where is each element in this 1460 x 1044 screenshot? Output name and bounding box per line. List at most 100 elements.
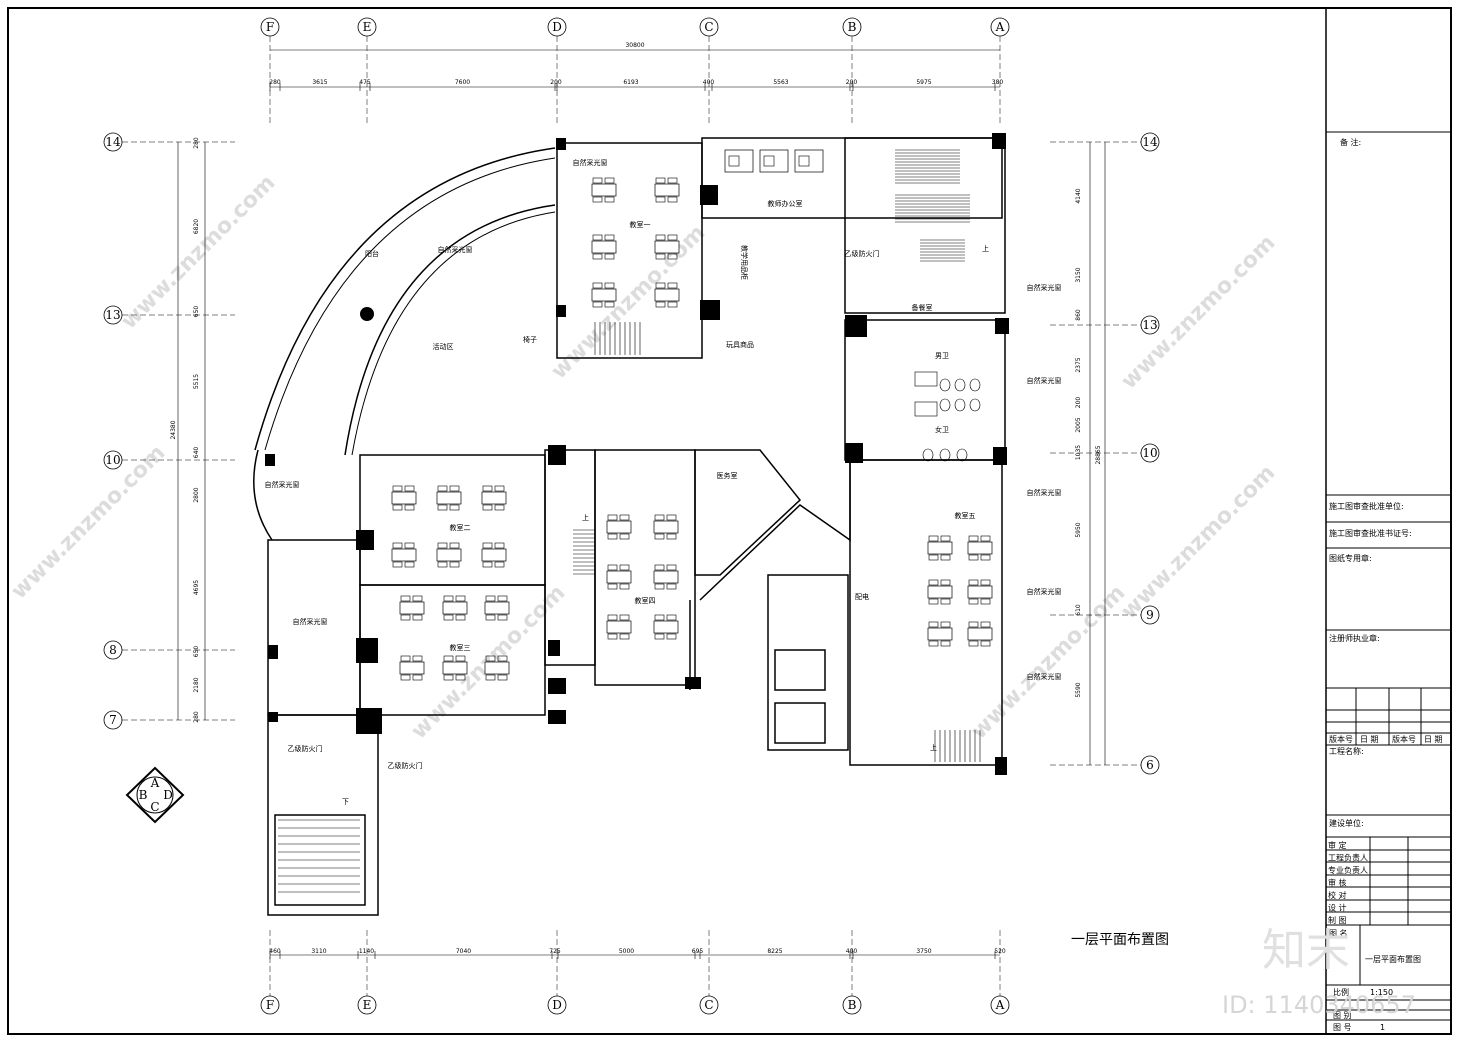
dim-top: 7600 <box>455 79 470 86</box>
dim-top: 200 <box>846 79 858 86</box>
tb-project-name: 工程名称: <box>1329 746 1364 756</box>
axis-bottom-A: A <box>990 995 1010 1015</box>
compass-marker: A B C D <box>125 766 185 824</box>
axis-left-13-label: 13 <box>105 308 120 322</box>
dim-top: 475 <box>359 79 371 86</box>
dim-top: 6193 <box>623 79 638 86</box>
tb-figure-name: 一层平面布置图 <box>1365 954 1421 964</box>
room-label-classroom2: 教室二 <box>450 523 471 532</box>
table-set <box>654 234 680 260</box>
axis-left-14: 14 <box>103 132 123 152</box>
dim-right: 5590 <box>1075 682 1082 697</box>
toilet <box>939 378 951 392</box>
dim-bottom: 695 <box>692 948 704 955</box>
axis-right-13: 13 <box>1140 315 1160 335</box>
skylight-label: 自然采光窗 <box>1027 488 1062 497</box>
table-set <box>484 655 510 681</box>
axis-top-A-label: A <box>995 20 1005 34</box>
toilet <box>954 398 966 412</box>
office-desk <box>724 149 754 173</box>
compass-b: B <box>139 788 148 802</box>
dim-right: 200 <box>1075 397 1082 409</box>
tb-date-2: 日 期 <box>1424 735 1443 744</box>
axis-top-C: C <box>699 17 719 37</box>
skylight-label: 自然采光窗 <box>1027 587 1062 596</box>
skylight-label: 自然采光窗 <box>1027 672 1062 681</box>
toilet <box>939 448 951 462</box>
room-label-cabinet: 教学用品柜 <box>740 245 749 280</box>
table-set <box>442 655 468 681</box>
axis-bottom-E: E <box>357 995 377 1015</box>
tb-sheet-label: 图 号 <box>1333 1023 1352 1032</box>
room-label-female-wc: 女卫 <box>935 425 949 434</box>
room-label-balcony: 阳台 <box>365 249 379 258</box>
axis-bottom-D: D <box>547 995 567 1015</box>
table-set <box>653 564 679 590</box>
axis-bottom-F: F <box>260 995 280 1015</box>
room-label-pantry: 备餐室 <box>912 303 933 312</box>
table-set <box>391 485 417 511</box>
wash-basin <box>914 401 938 417</box>
dim-left: 280 <box>193 137 200 149</box>
toilet <box>969 378 981 392</box>
dim-bottom: 460 <box>269 948 281 955</box>
table-set <box>436 542 462 568</box>
table-set <box>927 579 953 605</box>
tb-drawing-seal: 图纸专用章: <box>1329 553 1372 563</box>
dim-bottom: 3110 <box>311 948 326 955</box>
axis-right-13-label: 13 <box>1142 318 1157 332</box>
dim-right: 4140 <box>1075 188 1082 203</box>
axis-left-10: 10 <box>103 450 123 470</box>
tb-version-1: 版本号 <box>1329 734 1353 744</box>
axis-top-E: E <box>357 17 377 37</box>
stair-up-label: 上 <box>930 743 937 752</box>
title-block <box>1326 131 1451 1021</box>
axis-left-8-label: 8 <box>109 643 117 657</box>
dim-total-top: 30800 <box>625 42 644 49</box>
table-set <box>591 282 617 308</box>
table-set <box>481 542 507 568</box>
title-block-text: 备 注: 施工图审查批准单位: 施工图审查批准书证号: 图纸专用章: 注册师执业… <box>1328 137 1443 1032</box>
toilet <box>969 398 981 412</box>
dim-right: 860 <box>1075 309 1082 321</box>
axis-bottom-B-label: B <box>848 998 857 1012</box>
tb-role: 审 定 <box>1328 840 1347 850</box>
table-set <box>436 485 462 511</box>
table-set <box>591 234 617 260</box>
axis-left-7: 7 <box>103 710 123 730</box>
dim-left: 4695 <box>193 580 200 595</box>
tb-sheet-value: 1 <box>1380 1023 1385 1032</box>
office-desk <box>759 149 789 173</box>
dim-bottom: 1140 <box>359 948 374 955</box>
axis-bottom-E-label: E <box>363 998 372 1012</box>
dim-left: 650 <box>193 646 200 658</box>
table-set <box>653 514 679 540</box>
toilet <box>922 448 934 462</box>
axis-right-10: 10 <box>1140 443 1160 463</box>
tb-scale-label: 比例 <box>1333 987 1349 997</box>
skylight-label: 自然采光窗 <box>265 480 300 489</box>
drawing-frame <box>7 7 1452 1035</box>
fire-door-label: 乙级防火门 <box>845 249 880 258</box>
table-set <box>927 621 953 647</box>
dim-bottom: 725 <box>549 948 561 955</box>
room-labels: 教室一 教室二 教室三 教室四 教室五 教师办公室 阳台 活动区 医务室 备餐室… <box>265 158 1062 806</box>
compass-a: A <box>150 776 160 790</box>
axis-right-14: 14 <box>1140 132 1160 152</box>
tb-role: 审 核 <box>1328 878 1347 888</box>
table-set <box>591 177 617 203</box>
office-desk <box>794 149 824 173</box>
tb-review-unit: 施工图审查批准单位: <box>1329 501 1404 511</box>
axis-top-D-label: D <box>552 20 562 34</box>
room-label-medical: 医务室 <box>717 471 738 480</box>
axis-bottom-B: B <box>842 995 862 1015</box>
table-set <box>606 564 632 590</box>
dim-left: 2180 <box>193 677 200 692</box>
dim-bottom: 7040 <box>456 948 471 955</box>
table-set <box>391 542 417 568</box>
axis-right-6-label: 6 <box>1146 758 1154 772</box>
axis-left-13: 13 <box>103 305 123 325</box>
tb-role: 工程负责人 <box>1328 853 1368 863</box>
dim-right: 2375 <box>1075 357 1082 372</box>
